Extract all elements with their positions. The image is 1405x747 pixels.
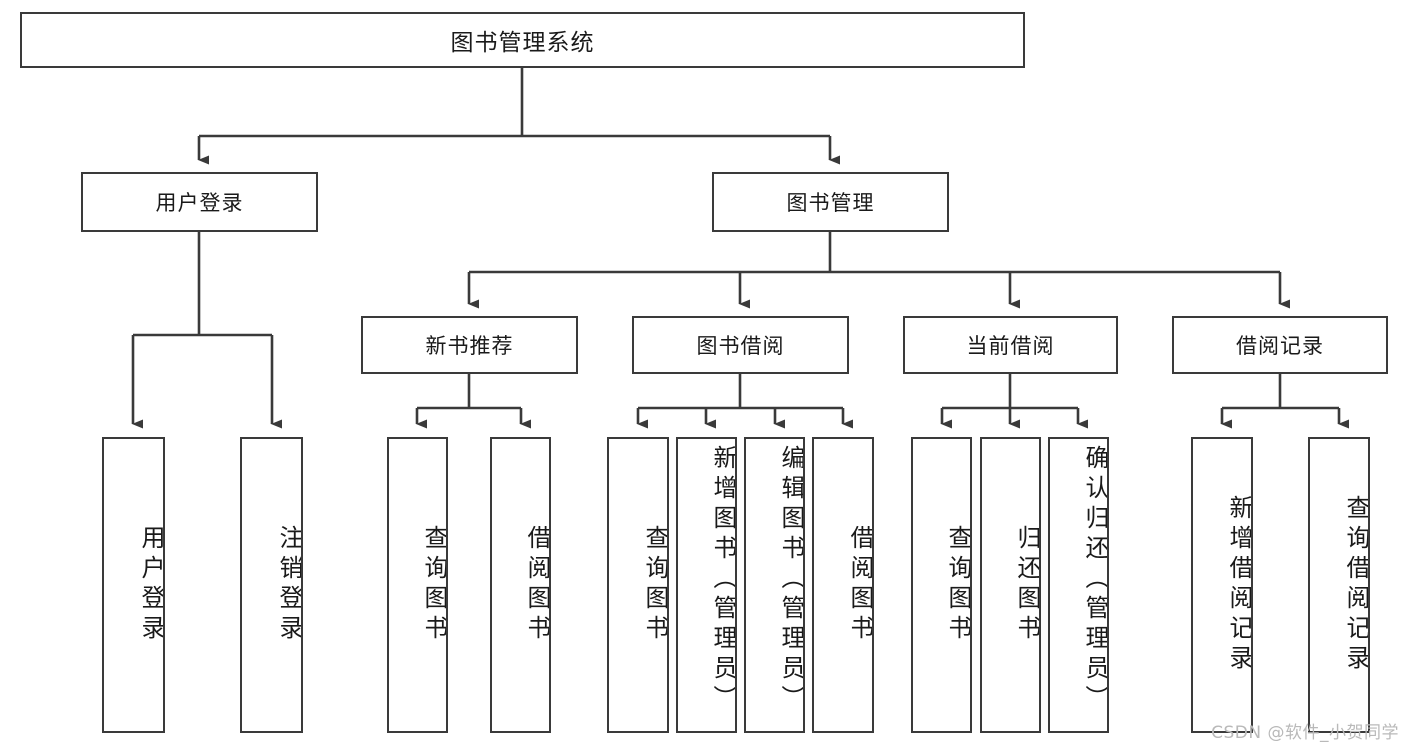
leaf-label: 归还图书 xyxy=(1013,525,1041,645)
leaf-add-book-admin[interactable]: 新增图书（管理员） xyxy=(676,437,737,733)
leaf-label: 借阅图书 xyxy=(846,525,874,645)
watermark: CSDN @软件_小贺同学 xyxy=(1211,723,1399,743)
leaf-label: 查询图书 xyxy=(944,525,972,645)
leaf-label: 查询图书 xyxy=(420,525,448,645)
node-user-login[interactable]: 用户登录 xyxy=(81,172,318,232)
node-new-book-recommend[interactable]: 新书推荐 xyxy=(361,316,578,374)
leaf-query-book-borrow[interactable]: 查询图书 xyxy=(607,437,669,733)
leaf-label: 新增图书（管理员） xyxy=(709,445,737,715)
leaf-borrow-book-recommend[interactable]: 借阅图书 xyxy=(490,437,551,733)
leaf-confirm-return-admin[interactable]: 确认归还（管理员） xyxy=(1048,437,1109,733)
leaf-add-borrow-record[interactable]: 新增借阅记录 xyxy=(1191,437,1253,733)
leaf-query-book-recommend[interactable]: 查询图书 xyxy=(387,437,448,733)
leaf-label: 确认归还（管理员） xyxy=(1081,445,1109,715)
leaf-label: 借阅图书 xyxy=(523,525,551,645)
node-root[interactable]: 图书管理系统 xyxy=(20,12,1025,68)
leaf-return-book[interactable]: 归还图书 xyxy=(980,437,1041,733)
leaf-query-book-current[interactable]: 查询图书 xyxy=(911,437,972,733)
leaf-label: 新增借阅记录 xyxy=(1225,495,1253,675)
leaf-label: 查询图书 xyxy=(641,525,669,645)
leaf-borrow-book[interactable]: 借阅图书 xyxy=(812,437,874,733)
node-book-management[interactable]: 图书管理 xyxy=(712,172,949,232)
leaf-edit-book-admin[interactable]: 编辑图书（管理员） xyxy=(744,437,805,733)
leaf-label: 编辑图书（管理员） xyxy=(777,445,805,715)
node-book-borrow[interactable]: 图书借阅 xyxy=(632,316,849,374)
leaf-label: 用户登录 xyxy=(137,525,165,645)
node-current-borrow[interactable]: 当前借阅 xyxy=(903,316,1118,374)
leaf-label: 查询借阅记录 xyxy=(1342,495,1370,675)
leaf-logout[interactable]: 注销登录 xyxy=(240,437,303,733)
node-borrow-record[interactable]: 借阅记录 xyxy=(1172,316,1388,374)
leaf-label: 注销登录 xyxy=(275,525,303,645)
leaf-user-login[interactable]: 用户登录 xyxy=(102,437,165,733)
leaf-query-borrow-record[interactable]: 查询借阅记录 xyxy=(1308,437,1370,733)
